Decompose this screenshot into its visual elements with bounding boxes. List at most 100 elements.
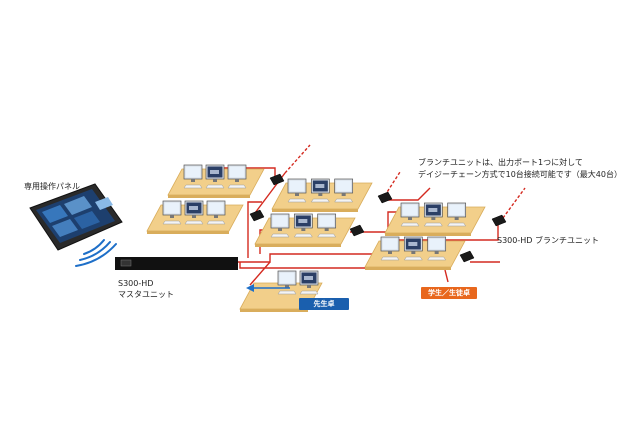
monitor-screen (272, 215, 288, 227)
teacher-desk (239, 270, 323, 312)
note-line-2: デイジーチェーン方式で10台接続可能です（最大40台） (418, 170, 622, 179)
monitor-stand (278, 228, 282, 231)
student-desk (384, 202, 486, 236)
keyboard-icon (447, 222, 467, 227)
desk-edge (168, 195, 250, 198)
keyboard-icon (299, 290, 319, 295)
desk-edge (147, 231, 229, 234)
student-desk (254, 213, 356, 247)
cable-continuation (499, 187, 526, 223)
screen-image (210, 170, 219, 174)
branch-unit-box (249, 209, 265, 222)
screen-image (315, 184, 325, 188)
keyboard-icon (270, 233, 290, 238)
keyboard-icon (317, 233, 337, 238)
monitor-screen (289, 180, 305, 192)
cable (249, 261, 271, 286)
desk-edge (365, 267, 451, 270)
monitor-screen (449, 204, 465, 216)
monitor-screen (402, 204, 418, 216)
monitor-stand (213, 179, 217, 182)
monitor-stand (454, 217, 459, 220)
monitor-stand (301, 228, 306, 231)
screen-image (189, 206, 198, 210)
monitor-screen (336, 180, 352, 192)
monitor-stand (324, 228, 329, 231)
student-desk (167, 164, 265, 198)
branch-unit-box (491, 214, 507, 227)
keyboard-icon (162, 220, 182, 225)
keyboard-icon (334, 198, 354, 203)
screen-image (428, 208, 438, 212)
branch-unit-box (349, 224, 365, 237)
cable-continuation (284, 144, 311, 174)
keyboard-icon (277, 290, 297, 295)
screen-image (298, 219, 308, 223)
keyboard-icon (380, 256, 400, 261)
monitor-stand (318, 193, 323, 196)
master-model-label: S300-HD (118, 279, 154, 288)
branch-unit-icon (377, 191, 393, 204)
keyboard-icon (293, 233, 313, 238)
monitor-screen (164, 202, 180, 214)
master-unit (115, 257, 238, 270)
monitor-stand (434, 251, 439, 254)
branch-unit-icon (269, 173, 285, 186)
monitor-stand (191, 179, 195, 182)
monitor-screen (185, 166, 201, 178)
monitor-stand (341, 193, 346, 196)
screen-image (304, 276, 313, 280)
student-desk (364, 236, 466, 270)
monitor-stand (235, 179, 239, 182)
monitor-stand (285, 285, 289, 288)
keyboard-icon (423, 222, 443, 227)
keyboard-icon (403, 256, 423, 261)
control-panel-tablet (29, 183, 123, 251)
branch-unit-icon (491, 214, 507, 227)
monitor-screen (429, 238, 445, 250)
keyboard-icon (227, 184, 247, 189)
keyboard-icon (427, 256, 447, 261)
desk-edge (272, 209, 358, 212)
monitor-screen (279, 272, 295, 284)
monitor-stand (388, 251, 392, 254)
cable (382, 187, 431, 201)
keyboard-icon (205, 184, 225, 189)
branch-unit-icon (459, 250, 475, 263)
branch-unit-box (459, 250, 475, 263)
monitor-screen (382, 238, 398, 250)
branch-unit-icon (349, 224, 365, 237)
branch-units (249, 173, 507, 263)
keyboard-icon (206, 220, 226, 225)
wireless-signal-icon (75, 239, 117, 267)
cable (444, 269, 449, 283)
panel-title: 専用操作パネル (24, 182, 80, 191)
branch-unit-label: S300-HD ブランチユニット (497, 236, 599, 245)
keyboard-icon (183, 184, 203, 189)
monitor-stand (431, 217, 436, 220)
monitor-stand (170, 215, 174, 218)
student-desk (146, 200, 244, 234)
monitor-screen (229, 166, 245, 178)
monitor-stand (408, 217, 412, 220)
monitor-stand (192, 215, 196, 218)
student-badge: 学生／生徒卓 (421, 287, 477, 299)
teacher-desk-edge (240, 309, 308, 312)
monitor-screen (319, 215, 335, 227)
monitor-stand (214, 215, 218, 218)
student-desk (271, 178, 373, 212)
cable (247, 201, 262, 258)
teacher-badge: 先生卓 (299, 298, 349, 310)
master-name-label: マスタユニット (118, 290, 174, 299)
keyboard-icon (184, 220, 204, 225)
branch-unit-box (377, 191, 393, 204)
signal-arrow-icon (246, 284, 290, 292)
branch-unit-box (269, 173, 285, 186)
monitor-screen (208, 202, 224, 214)
monitor-stand (307, 285, 311, 288)
keyboard-icon (310, 198, 330, 203)
screen-image (408, 242, 418, 246)
keyboard-icon (400, 222, 420, 227)
desk-edge (255, 244, 341, 247)
